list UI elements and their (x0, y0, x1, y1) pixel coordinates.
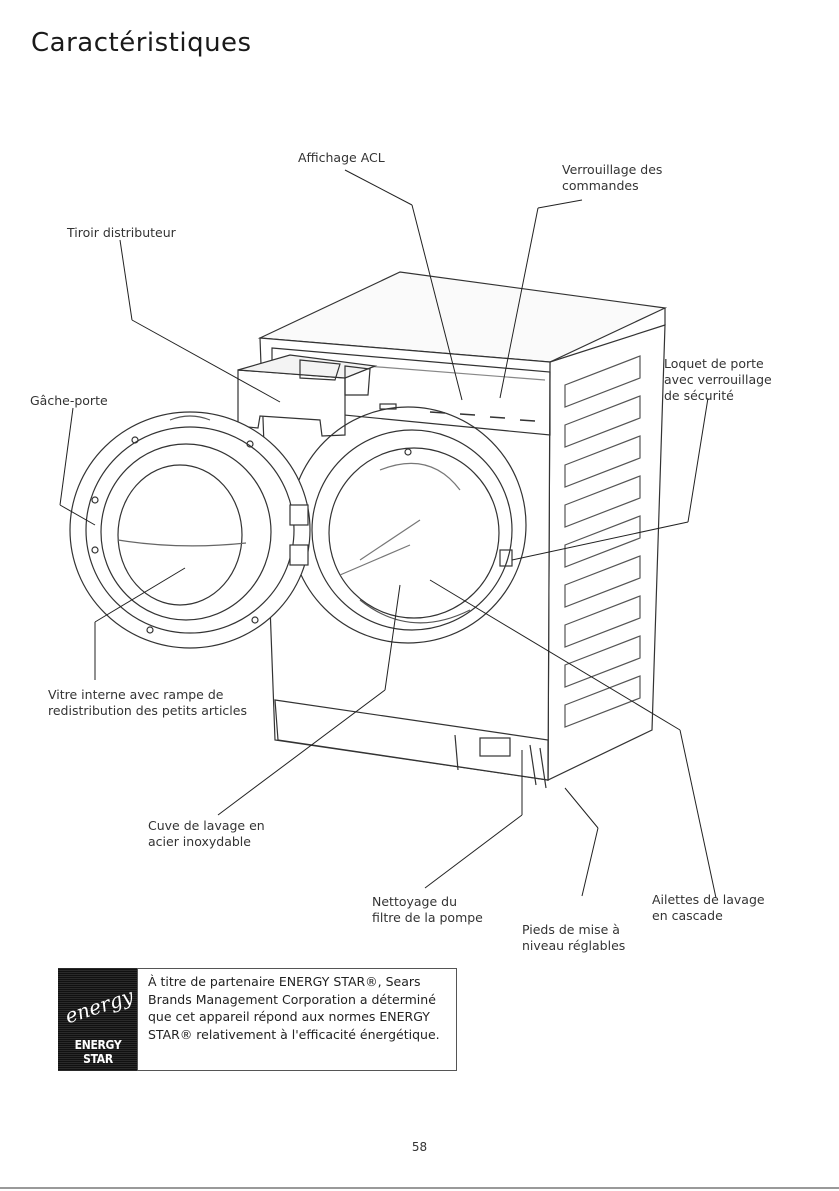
callout-cuve: Cuve de lavage en acier inoxydable (148, 818, 265, 849)
energy-star-statement-box: À titre de partenaire ENERGY STAR®, Sear… (137, 968, 457, 1071)
energy-star-logo: energy ENERGY STAR (58, 968, 138, 1071)
filter-access (479, 737, 511, 757)
callout-vitre: Vitre interne avec rampe de redistributi… (48, 687, 247, 718)
open-door (69, 411, 311, 649)
energy-star-script: energy (62, 983, 137, 1029)
washer-base (274, 699, 549, 781)
page-title: Caractéristiques (31, 28, 252, 58)
callout-verrouillage: Verrouillage des commandes (562, 162, 663, 193)
callout-gache: Gâche-porte (30, 393, 108, 408)
drum-opening (289, 406, 527, 644)
callout-nettoyage: Nettoyage du filtre de la pompe (372, 894, 483, 925)
door-latch (499, 549, 513, 567)
callout-ailettes: Ailettes de lavage en cascade (652, 892, 765, 923)
callout-tiroir: Tiroir distributeur (67, 225, 176, 240)
display-segments (429, 411, 536, 422)
energy-star-statement: À titre de partenaire ENERGY STAR®, Sear… (148, 974, 440, 1042)
side-grooves (564, 355, 641, 728)
callout-affichage: Affichage ACL (298, 150, 385, 165)
energy-star-wordmark: ENERGY STAR (74, 1038, 122, 1066)
bottom-rule (0, 1187, 839, 1189)
leader-lines (59, 169, 717, 899)
callout-pieds: Pieds de mise à niveau réglables (522, 922, 626, 953)
page-number: 58 (411, 1140, 428, 1154)
callout-loquet: Loquet de porte avec verrouillage de séc… (664, 356, 772, 403)
